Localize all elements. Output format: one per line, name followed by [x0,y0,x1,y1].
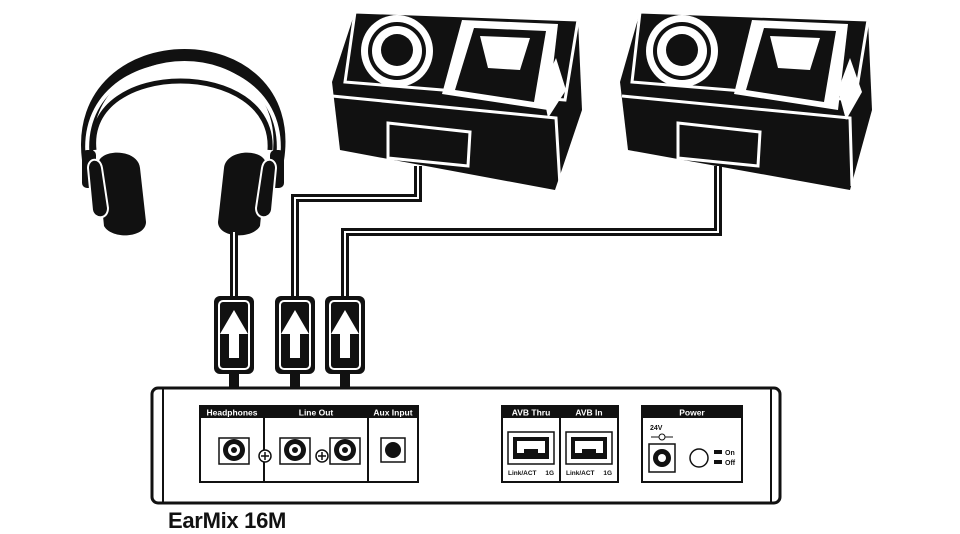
section-label-aux-input: Aux Input [373,408,412,418]
plug-headphones [214,296,254,374]
section-power: Power 24V On Off [641,405,743,483]
speaker-monitor-right [620,10,872,190]
avb-in-speed-label: 1G [603,470,612,477]
device-model-name: EarMix 16M [168,508,287,533]
arrow-up-icon [281,310,309,358]
power-on-label: On [725,450,735,457]
avb-thru-speed-label: 1G [545,470,554,477]
power-on-symbol-icon [714,450,722,454]
avb-thru-link-label: Link/ACT [508,470,537,477]
power-off-label: Off [725,460,736,467]
section-avb-in: AVB In Link/ACT 1G [559,405,619,483]
dc-polarity-icon [651,433,673,441]
section-avb-thru: AVB Thru Link/ACT 1G [501,405,561,483]
line-out-jack-2 [329,437,361,465]
arrow-up-icon [331,310,359,358]
speaker-monitor-left [331,10,582,190]
arrow-up-icon [220,310,248,358]
section-label-avb-in: AVB In [575,408,602,418]
headphones-icon [81,49,286,236]
avb-in-link-label: Link/ACT [566,470,595,477]
device-rear-panel: Headphones Line Out Aux Input [150,386,782,505]
headphone-jack [218,437,250,465]
section-headphones: Headphones [199,405,265,483]
power-switch[interactable] [689,448,709,468]
section-label-headphones: Headphones [206,408,257,418]
speaker-handle-icon [838,58,862,120]
plug-line-out-1 [275,296,315,374]
section-label-power: Power [679,408,705,418]
line-out-jack-1 [279,437,311,465]
aux-input-jack-icon [385,442,401,458]
section-label-line-out: Line Out [299,408,334,418]
cables [229,166,722,432]
power-off-symbol-icon [714,460,722,464]
section-label-avb-thru: AVB Thru [512,408,551,418]
section-aux-input: Aux Input [367,405,419,483]
speaker-handle-icon [542,58,566,118]
power-voltage-label: 24V [650,425,663,432]
plug-line-out-2 [325,296,365,374]
